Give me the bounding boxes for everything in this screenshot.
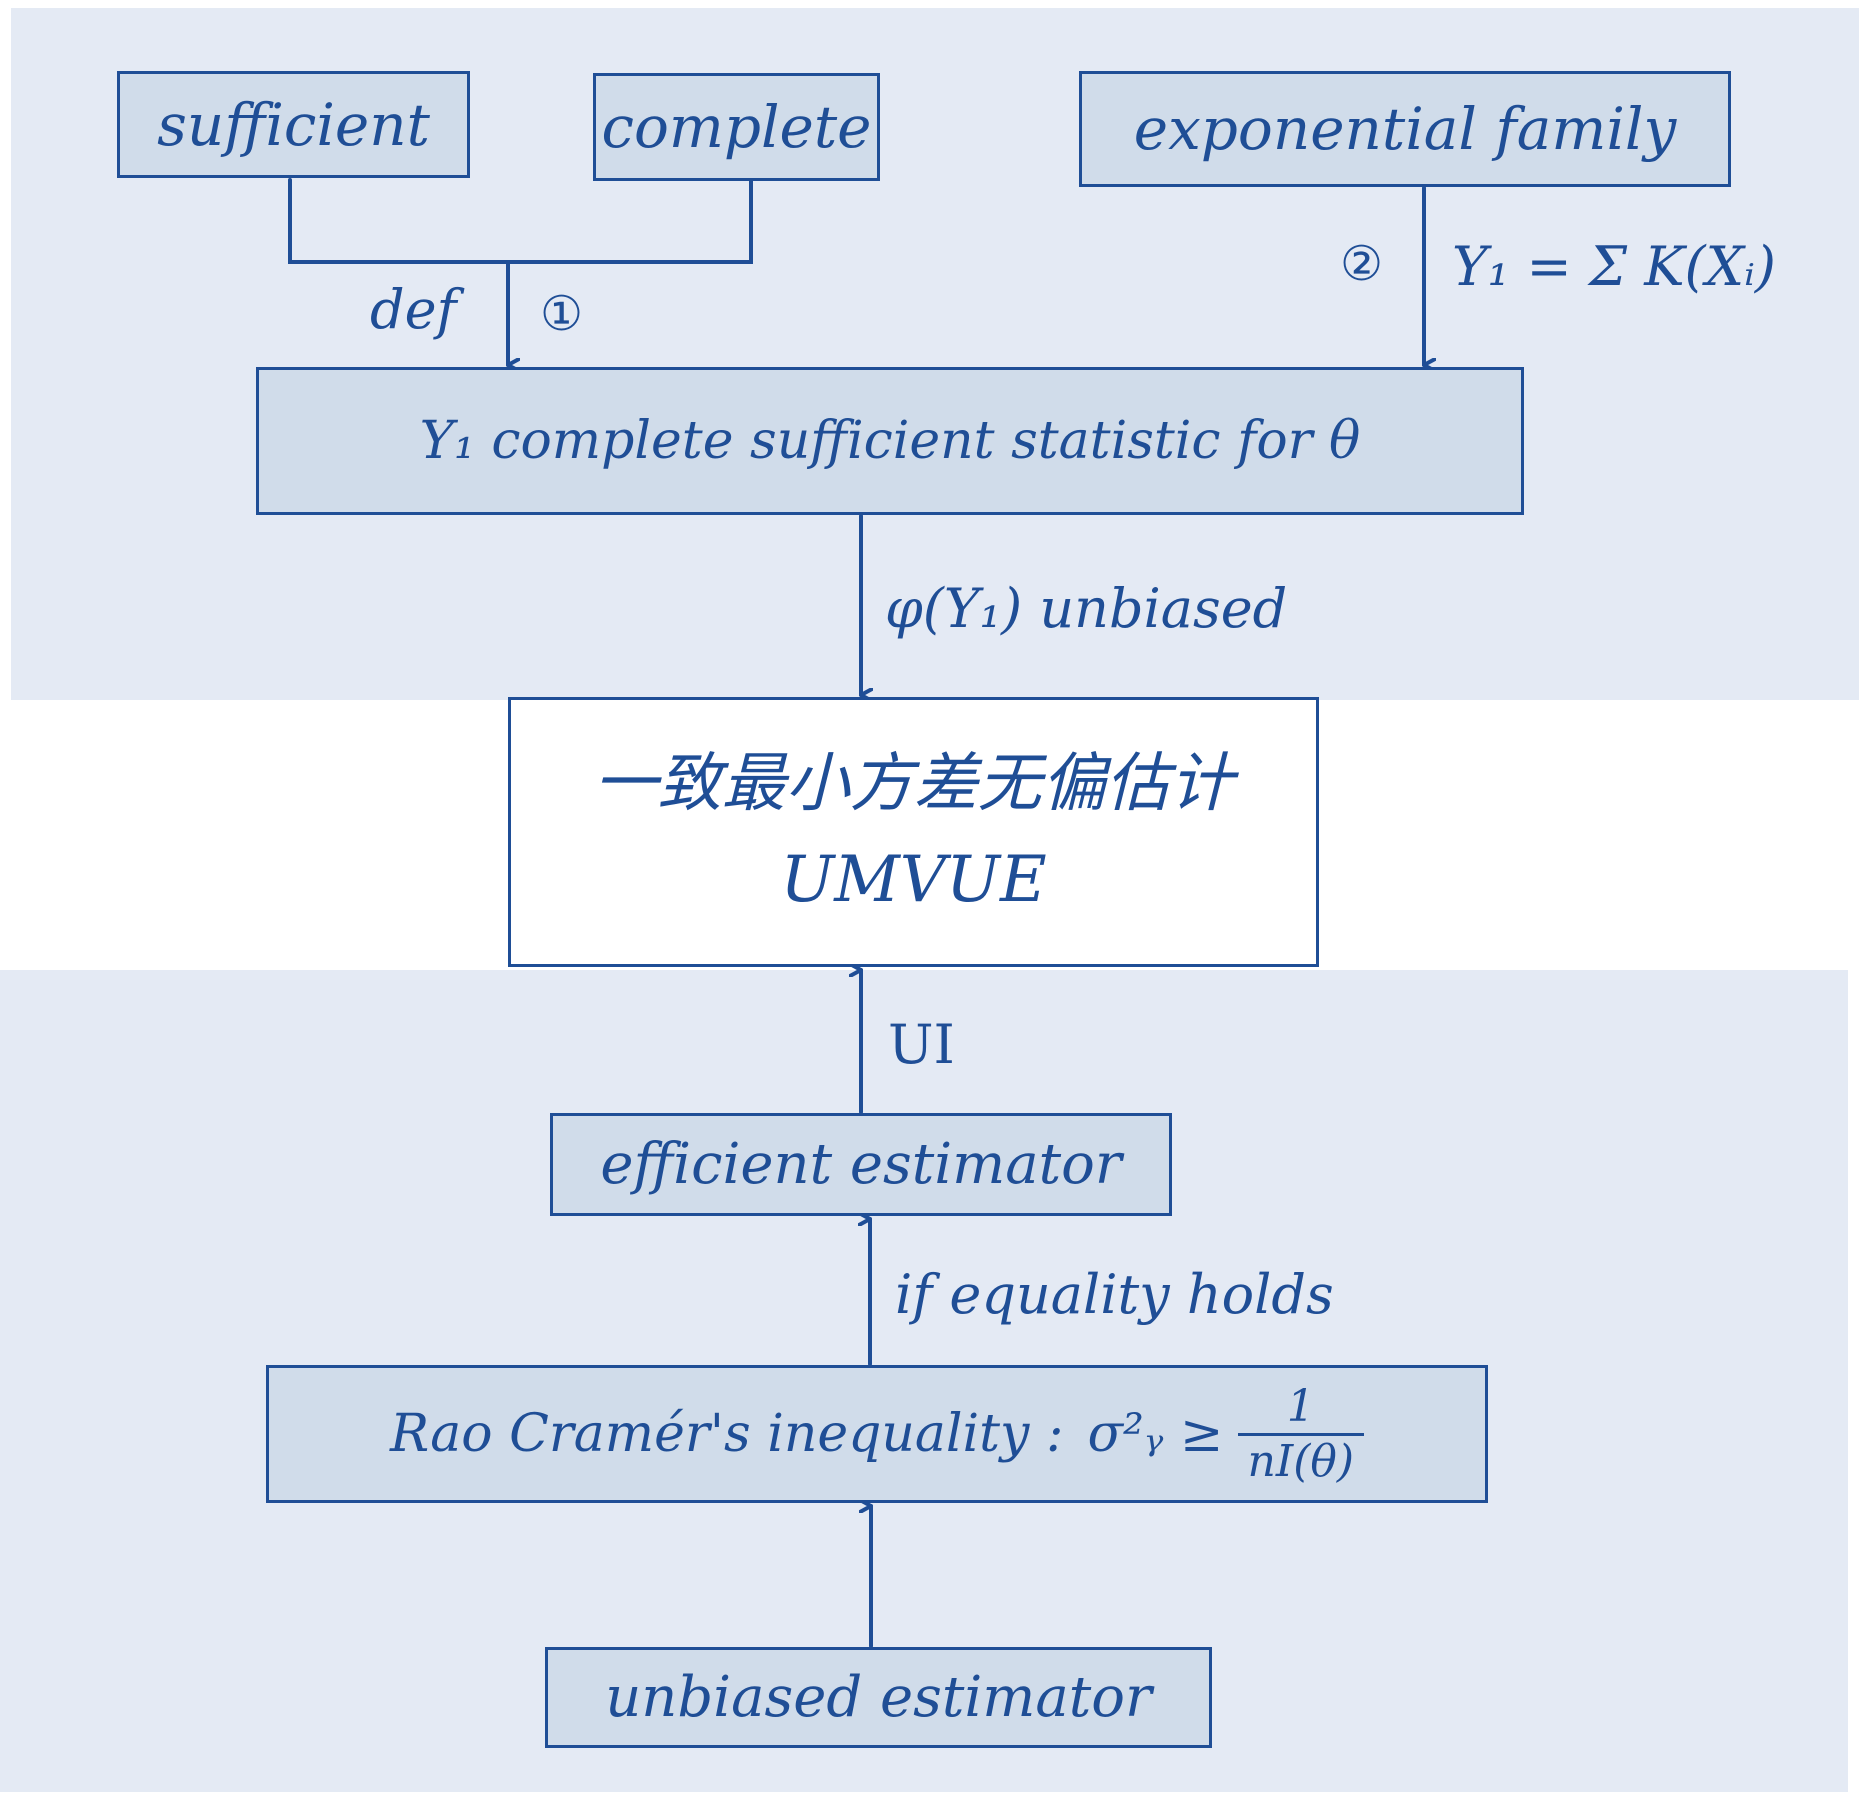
def-edge-label: def — [370, 278, 457, 341]
fraction-denominator: nI(θ) — [1247, 1435, 1355, 1487]
unbiased-function-edge-label: φ(Y₁) unbiased — [885, 577, 1288, 640]
y1-sum-edge-label: Y₁ = Σ K(Xᵢ) — [1452, 235, 1776, 298]
umvue-chinese-label: 一致最小方差无偏估计 — [593, 747, 1234, 821]
exponential-family-box: exponential family — [1079, 71, 1731, 187]
step-two-marker: ② — [1340, 236, 1384, 292]
rao-cramer-lhs: σ²ᵧ ≥ — [1087, 1404, 1224, 1464]
rao-cramer-fraction: 1 nI(θ) — [1237, 1380, 1365, 1487]
complete-label: complete — [601, 93, 872, 161]
efficient-estimator-box: efficient estimator — [550, 1113, 1172, 1216]
efficient-estimator-label: efficient estimator — [600, 1132, 1122, 1197]
complete-box: complete — [593, 73, 880, 181]
fraction-bar — [1237, 1432, 1365, 1436]
unbiased-estimator-box: unbiased estimator — [545, 1647, 1212, 1748]
umvue-box: 一致最小方差无偏估计 UMVUE — [508, 697, 1319, 967]
umvue-abbr-label: UMVUE — [780, 843, 1047, 917]
complete-sufficient-statistic-box: Y₁ complete sufficient statistic for θ — [256, 367, 1524, 515]
fraction-numerator: 1 — [1286, 1380, 1315, 1432]
exponential-family-label: exponential family — [1133, 95, 1677, 163]
equality-holds-edge-label: if equality holds — [895, 1263, 1334, 1326]
ui-edge-label: UI — [888, 1013, 955, 1076]
merge-connector — [288, 178, 753, 264]
rao-cramer-text: Rao Cramér's inequality : — [389, 1404, 1064, 1464]
complete-sufficient-statistic-label: Y₁ complete sufficient statistic for θ — [419, 411, 1361, 471]
sufficient-label: sufficient — [157, 90, 430, 159]
unbiased-estimator-label: unbiased estimator — [605, 1665, 1152, 1730]
sufficient-box: sufficient — [117, 71, 470, 178]
rao-cramer-inequality-box: Rao Cramér's inequality : σ²ᵧ ≥ 1 nI(θ) — [266, 1365, 1488, 1503]
step-one-marker: ① — [540, 286, 584, 342]
